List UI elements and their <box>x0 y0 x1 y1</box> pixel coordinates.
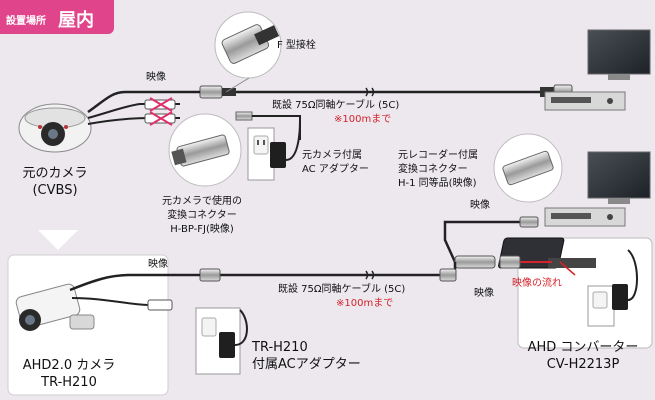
recorder-bottom-icon <box>544 207 626 227</box>
dome-camera-icon <box>18 103 92 153</box>
conv-rec-line1: 元レコーダー付属 <box>398 150 478 161</box>
location-tag-label: 設置場所 <box>6 16 46 27</box>
ahd-camera-model: TR-H210 <box>41 375 97 390</box>
bnc-connector-icon <box>199 85 236 99</box>
f-connector-zoom <box>214 11 282 93</box>
adapter-ahd-line2: 付属ACアダプター <box>252 357 361 372</box>
conv-rec-line2: 変換コネクター <box>398 164 468 175</box>
cable-note-top: ※100mまで <box>334 114 392 125</box>
adapter-orig-line1: 元カメラ付属 <box>302 150 362 161</box>
orig-camera-name: 元のカメラ <box>22 166 88 181</box>
adapter-orig-line2: AC アダプター <box>302 164 369 175</box>
down-arrow-icon <box>38 230 78 250</box>
conv-connector-zoom-left <box>168 113 242 187</box>
converter-model: CV-H2213P <box>546 357 620 372</box>
conv-orig-line1: 元カメラで使用の <box>162 196 242 207</box>
recorder-top-icon <box>544 91 626 111</box>
cable-note-bottom: ※100mまで <box>336 298 394 309</box>
video-label-bottom-right: 映像 <box>474 288 494 299</box>
converter-name: AHD コンバーター <box>527 340 639 355</box>
ac-adapter-top <box>247 119 301 181</box>
location-tag-value: 屋内 <box>58 10 94 31</box>
monitor-top-icon <box>587 29 651 80</box>
cable-label-top: 既設 75Ω同軸ケーブル (5C) <box>272 100 400 111</box>
monitor-bottom-icon <box>587 151 651 204</box>
conv-orig-line2: 変換コネクター <box>167 210 237 221</box>
conv-orig-line3: H-BP-FJ(映像) <box>170 224 234 235</box>
video-label-mid-right: 映像 <box>470 200 490 211</box>
conv-connector-zoom-right <box>493 133 563 203</box>
converter-panel <box>498 237 653 349</box>
video-label-top: 映像 <box>146 72 166 83</box>
conv-rec-line3: H-1 同等品(映像) <box>398 178 477 189</box>
ac-adapter-bottom <box>195 307 248 375</box>
video-label-ahd: 映像 <box>148 259 168 270</box>
cable-label-bottom: 既設 75Ω同軸ケーブル (5C) <box>278 284 406 295</box>
bullet-camera-icon <box>15 283 95 331</box>
location-tag: 設置場所 屋内 <box>0 0 114 34</box>
orig-camera-type: (CVBS) <box>32 183 78 198</box>
video-flow-label: 映像の流れ <box>512 278 562 289</box>
adapter-ahd-line1: TR-H210 <box>252 340 308 355</box>
f-connector-label: F 型接栓 <box>277 40 316 51</box>
ahd-camera-name: AHD2.0 カメラ <box>22 358 116 373</box>
coax-cable-bottom <box>210 262 457 277</box>
